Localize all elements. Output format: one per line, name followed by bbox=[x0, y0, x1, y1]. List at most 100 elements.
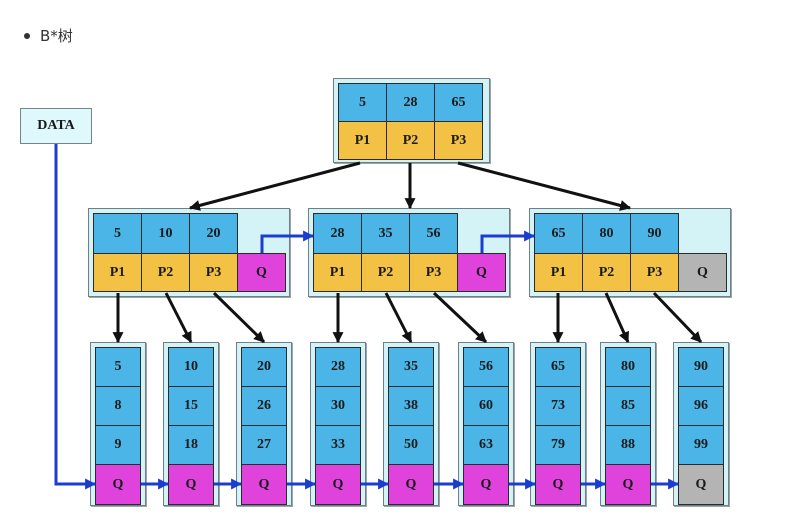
child-arrow bbox=[188, 161, 361, 211]
leaf-node: 5 8 9 Q bbox=[90, 342, 146, 506]
child-pointer-cell: P3 bbox=[631, 254, 678, 291]
key-cell: 28 bbox=[387, 84, 434, 121]
key-cell: 56 bbox=[410, 214, 457, 253]
child-arrow bbox=[652, 291, 703, 344]
leaf-node: 90 96 99 Q bbox=[673, 342, 729, 506]
key-cell: 30 bbox=[316, 387, 360, 425]
key-cell: 27 bbox=[242, 426, 286, 464]
leaf-node: 35 38 50 Q bbox=[383, 342, 439, 506]
internal-node: 28 35 56 P1 P2 P3 Q bbox=[308, 208, 510, 297]
child-pointer-cell: P3 bbox=[410, 254, 457, 291]
key-cell: 80 bbox=[583, 214, 630, 253]
key-cell: 33 bbox=[316, 426, 360, 464]
key-cell: 26 bbox=[242, 387, 286, 425]
key-row: 5 10 20 bbox=[93, 213, 238, 254]
child-arrow bbox=[212, 291, 266, 344]
key-cell: 10 bbox=[169, 348, 213, 386]
leaf-cells: 20 26 27 Q bbox=[241, 347, 287, 505]
leaf-cells: 65 73 79 Q bbox=[535, 347, 581, 505]
sibling-pointer-cell: Q bbox=[96, 465, 140, 504]
root-cells: 5 28 65 P1 P2 P3 bbox=[338, 83, 483, 160]
key-cell: 90 bbox=[631, 214, 678, 253]
leaf-cells: 35 38 50 Q bbox=[388, 347, 434, 505]
pointer-row: P1 P2 P3 Q bbox=[313, 253, 506, 292]
key-cell: 65 bbox=[536, 348, 580, 386]
child-arrow bbox=[604, 292, 630, 344]
leaf-node: 20 26 27 Q bbox=[236, 342, 292, 506]
key-cell: 38 bbox=[389, 387, 433, 425]
key-cell: 65 bbox=[435, 84, 482, 121]
child-pointer-cell: P1 bbox=[535, 254, 582, 291]
leaf-cells: 5 8 9 Q bbox=[95, 347, 141, 505]
key-cell: 10 bbox=[142, 214, 189, 253]
key-cell: 9 bbox=[96, 426, 140, 464]
key-cell: 63 bbox=[464, 426, 508, 464]
leaf-cells: 80 85 88 Q bbox=[605, 347, 651, 505]
key-cell: 88 bbox=[606, 426, 650, 464]
child-pointer-cell: P1 bbox=[314, 254, 361, 291]
key-row: 28 35 56 bbox=[313, 213, 458, 254]
leaf-cells: 56 60 63 Q bbox=[463, 347, 509, 505]
key-cell: 65 bbox=[535, 214, 582, 253]
sibling-pointer-cell: Q bbox=[238, 254, 285, 291]
key-cell: 99 bbox=[679, 426, 723, 464]
key-cell: 35 bbox=[362, 214, 409, 253]
internal-node: 5 10 20 P1 P2 P3 Q bbox=[88, 208, 290, 297]
key-cell: 56 bbox=[464, 348, 508, 386]
key-cell: 20 bbox=[190, 214, 237, 253]
leaf-node: 28 30 33 Q bbox=[310, 342, 366, 506]
sibling-pointer-cell: Q bbox=[679, 465, 723, 504]
child-pointer-cell: P2 bbox=[583, 254, 630, 291]
bullet-marker bbox=[24, 33, 30, 39]
child-pointer-cell: P2 bbox=[362, 254, 409, 291]
key-cell: 73 bbox=[536, 387, 580, 425]
key-cell: 5 bbox=[96, 348, 140, 386]
child-arrow bbox=[384, 292, 413, 343]
data-entry-box: DATA bbox=[20, 108, 92, 144]
key-cell: 80 bbox=[606, 348, 650, 386]
key-cell: 60 bbox=[464, 387, 508, 425]
key-cell: 28 bbox=[316, 348, 360, 386]
pointer-row: P1 P2 P3 Q bbox=[534, 253, 727, 292]
key-cell: 90 bbox=[679, 348, 723, 386]
leaf-cells: 28 30 33 Q bbox=[315, 347, 361, 505]
key-cell: 79 bbox=[536, 426, 580, 464]
key-cell: 15 bbox=[169, 387, 213, 425]
sibling-pointer-cell: Q bbox=[458, 254, 505, 291]
sibling-pointer-cell: Q bbox=[536, 465, 580, 504]
key-cell: 5 bbox=[94, 214, 141, 253]
pointer-row: P1 P2 P3 Q bbox=[93, 253, 286, 292]
key-cell: 28 bbox=[314, 214, 361, 253]
leaf-node: 56 60 63 Q bbox=[458, 342, 514, 506]
child-arrow bbox=[457, 161, 632, 211]
sibling-pointer-cell: Q bbox=[606, 465, 650, 504]
leaf-node: 10 15 18 Q bbox=[163, 342, 219, 506]
leaf-node: 65 73 79 Q bbox=[530, 342, 586, 506]
child-pointer-cell: P3 bbox=[435, 122, 482, 159]
key-cell: 35 bbox=[389, 348, 433, 386]
sibling-pointer-cell: Q bbox=[316, 465, 360, 504]
key-cell: 85 bbox=[606, 387, 650, 425]
child-arrow bbox=[432, 291, 488, 344]
sibling-pointer-cell: Q bbox=[242, 465, 286, 504]
leaf-cells: 90 96 99 Q bbox=[678, 347, 724, 505]
child-pointer-cell: P1 bbox=[339, 122, 386, 159]
child-pointer-cell: P1 bbox=[94, 254, 141, 291]
child-arrow bbox=[164, 292, 193, 343]
root-node: 5 28 65 P1 P2 P3 bbox=[333, 78, 490, 163]
key-cell: 96 bbox=[679, 387, 723, 425]
sibling-pointer-cell: Q bbox=[464, 465, 508, 504]
key-cell: 18 bbox=[169, 426, 213, 464]
child-pointer-cell: P2 bbox=[142, 254, 189, 291]
key-cell: 20 bbox=[242, 348, 286, 386]
bullet-text: B*树 bbox=[40, 27, 73, 45]
internal-node: 65 80 90 P1 P2 P3 Q bbox=[529, 208, 731, 297]
child-pointer-cell: P2 bbox=[387, 122, 434, 159]
key-row: 65 80 90 bbox=[534, 213, 679, 254]
leaf-node: 80 85 88 Q bbox=[600, 342, 656, 506]
sibling-pointer-cell: Q bbox=[169, 465, 213, 504]
sibling-pointer-cell: Q bbox=[389, 465, 433, 504]
child-pointer-cell: P3 bbox=[190, 254, 237, 291]
leaf-cells: 10 15 18 Q bbox=[168, 347, 214, 505]
key-cell: 8 bbox=[96, 387, 140, 425]
